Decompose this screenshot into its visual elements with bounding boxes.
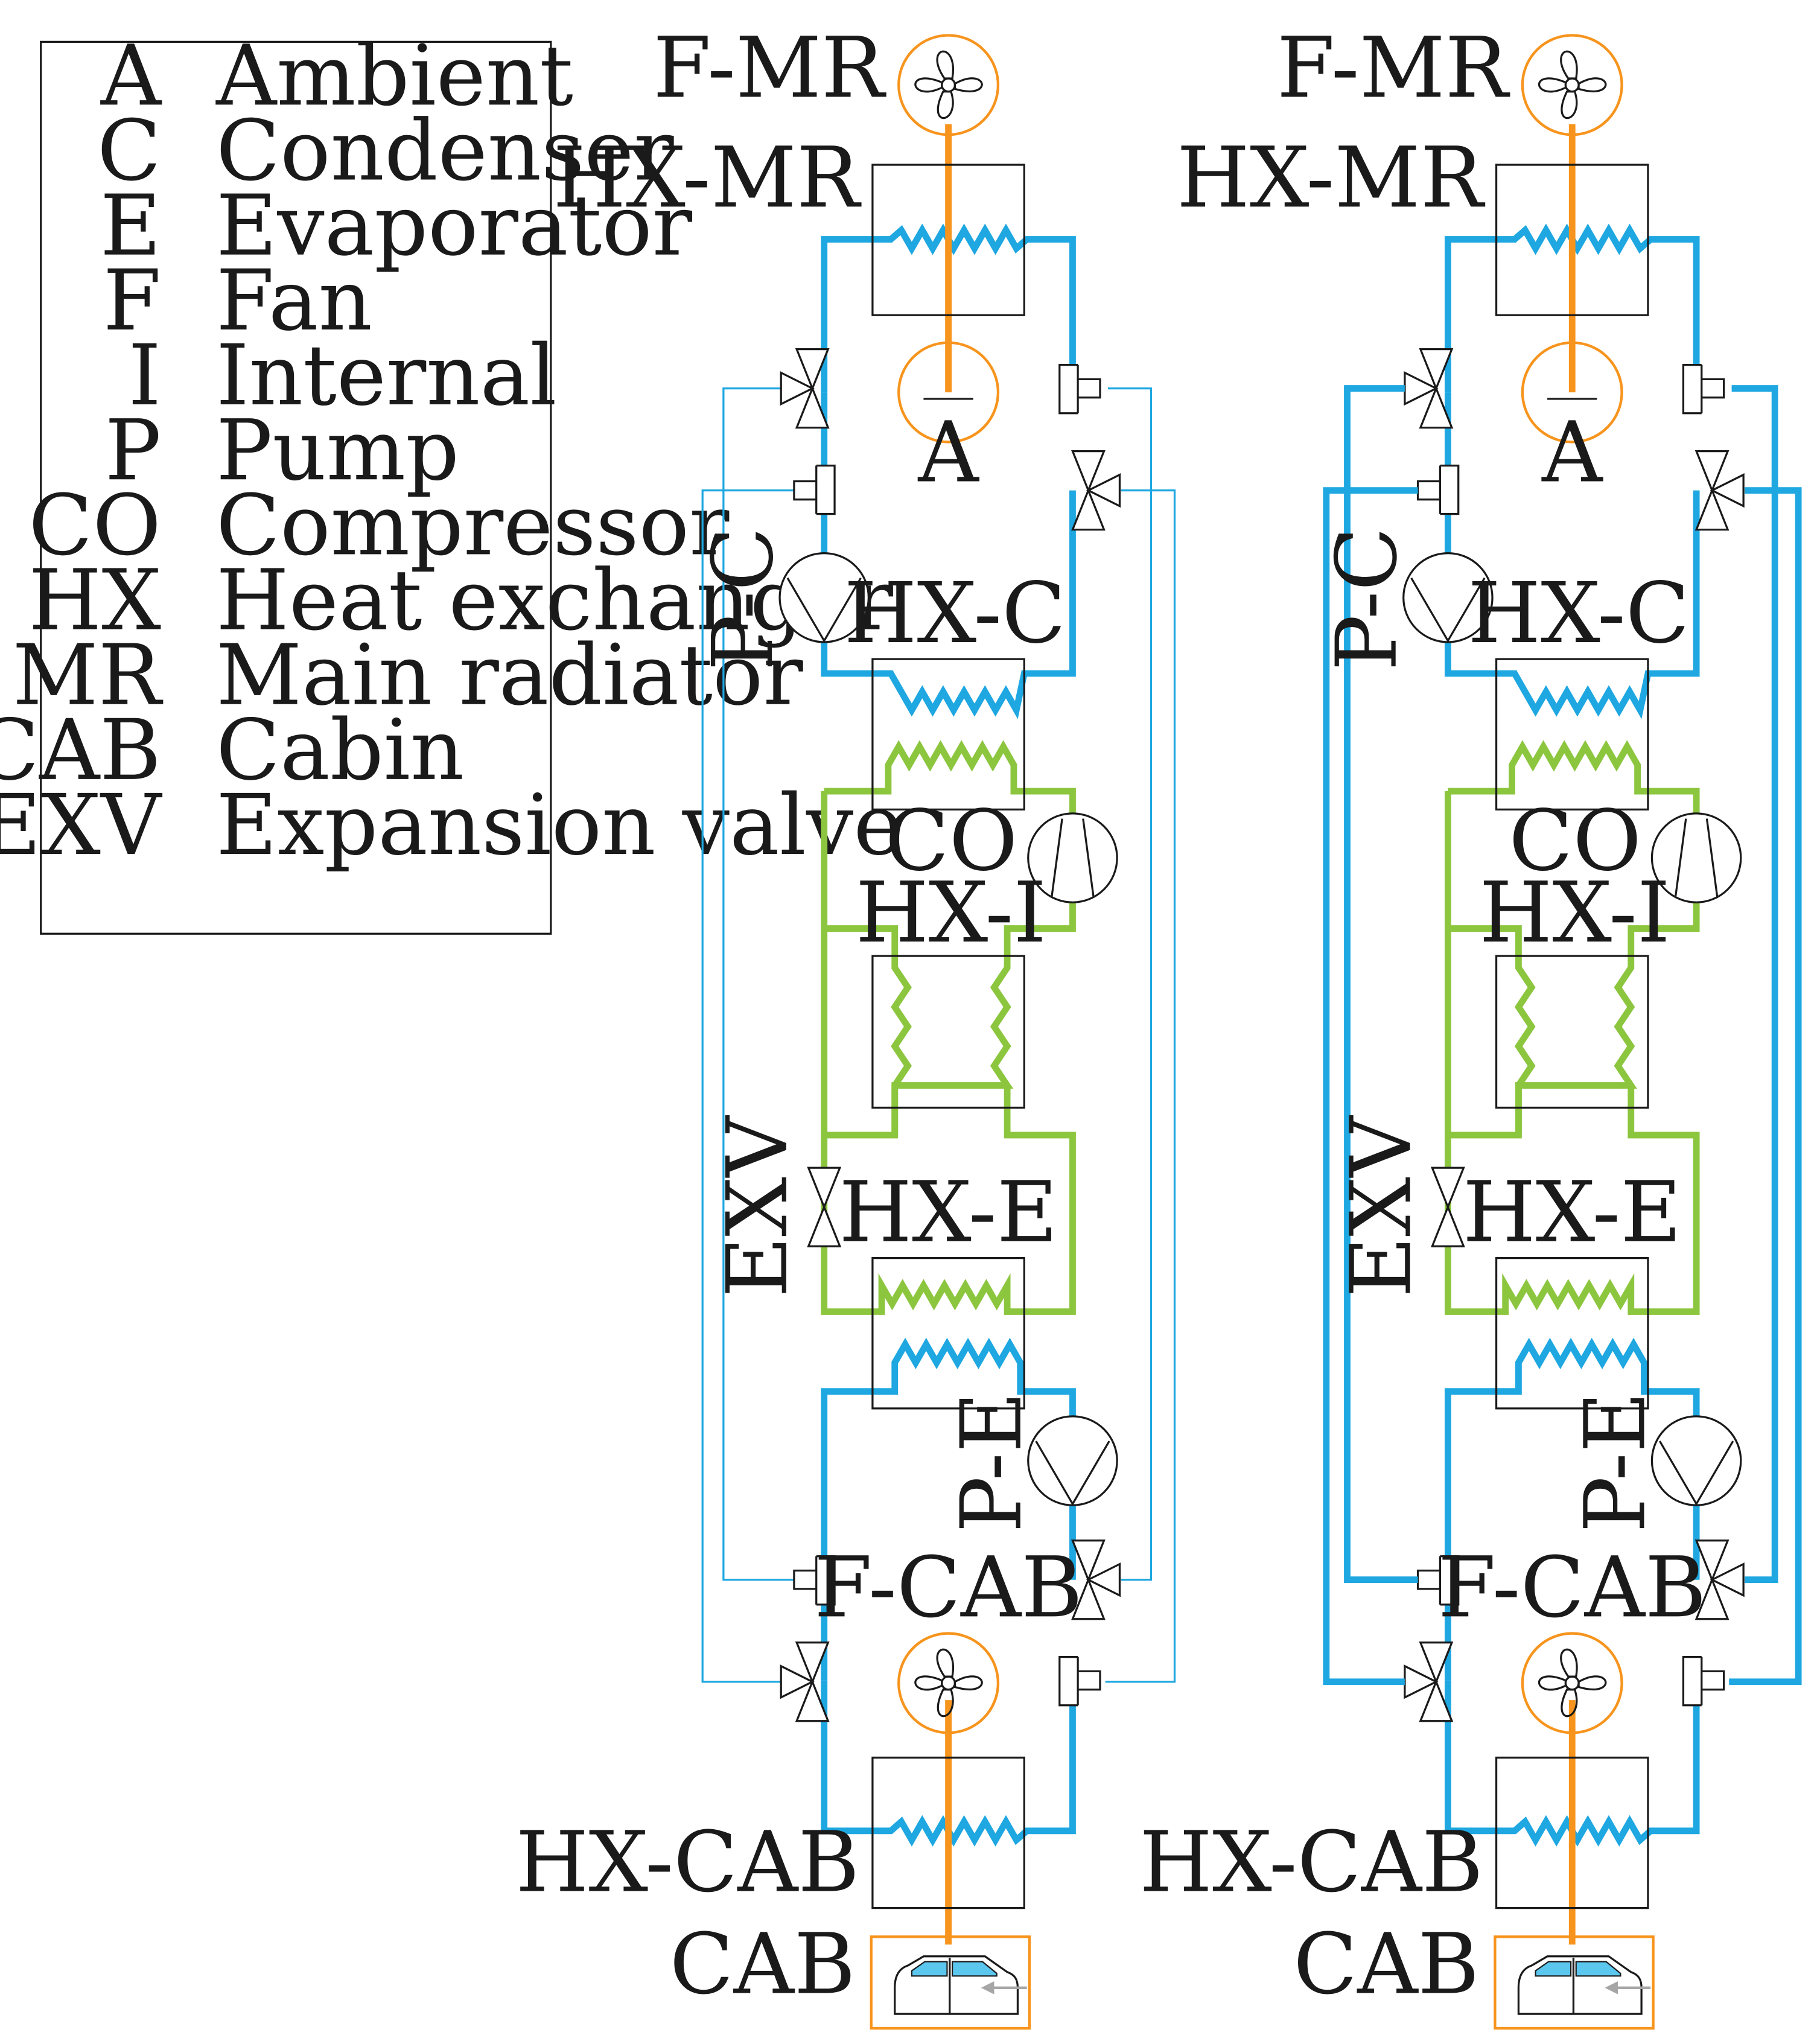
legend-meaning: Main radiator	[216, 626, 803, 724]
legend-box	[40, 40, 552, 935]
legend-abbr: P	[105, 401, 161, 499]
legend-meaning: Pump	[216, 401, 459, 499]
label-exv: EXV	[1332, 1115, 1430, 1297]
legend-meaning: Cabin	[216, 701, 464, 799]
label-co: CO	[1509, 792, 1641, 890]
label-hx-e: HX-E	[839, 1163, 1058, 1261]
legend-abbr: F	[103, 252, 161, 349]
label-f-cab: F-CAB	[1438, 1538, 1707, 1636]
label-hx-mr: HX-MR	[1177, 129, 1486, 226]
label-exv: EXV	[708, 1115, 806, 1297]
legend-meaning: Evaporator	[216, 177, 693, 275]
label-ambient: A	[1541, 403, 1603, 501]
circuit-left	[702, 36, 1174, 2028]
label-f-mr: F-MR	[653, 19, 886, 116]
legend-abbr: E	[100, 177, 161, 275]
label-cab: CAB	[1293, 1915, 1479, 2013]
legend-meaning: Compressor	[216, 476, 730, 574]
label-f-cab: F-CAB	[814, 1538, 1083, 1636]
label-p-e: P-E	[943, 1392, 1040, 1533]
label-hx-mr: HX-MR	[553, 129, 862, 226]
label-cab: CAB	[670, 1915, 856, 2013]
legend-abbr: CO	[28, 476, 161, 574]
legend-meaning: Fan	[216, 252, 372, 349]
label-hx-c: HX-C	[844, 564, 1066, 662]
legend-meaning: Expansion valve	[216, 776, 903, 874]
label-p-c: P-C	[694, 527, 792, 671]
legend-meaning: Condenser	[216, 102, 674, 200]
legend-meaning: Internal	[216, 326, 557, 424]
label-hx-c: HX-C	[1468, 564, 1690, 662]
label-co: CO	[885, 792, 1018, 890]
label-p-e: P-E	[1566, 1392, 1664, 1533]
label-ambient: A	[918, 403, 980, 501]
legend-meaning: Ambient	[215, 27, 573, 124]
label-hx-i: HX-I	[1479, 864, 1670, 961]
legend-abbr: MR	[13, 626, 164, 724]
label-hx-cab: HX-CAB	[1139, 1813, 1483, 1911]
legend-abbr: I	[128, 326, 161, 424]
bypass-lines-active	[1323, 385, 1802, 1686]
label-f-mr: F-MR	[1277, 19, 1510, 116]
legend-abbr: A	[100, 27, 162, 124]
legend-abbr: EXV	[0, 776, 163, 874]
circuit-right	[1326, 36, 1798, 2028]
label-p-c: P-C	[1318, 527, 1416, 671]
legend-abbr: CAB	[0, 701, 161, 799]
label-hx-i: HX-I	[856, 864, 1046, 961]
legend-abbr: C	[97, 102, 161, 200]
label-hx-cab: HX-CAB	[516, 1813, 860, 1911]
label-hx-e: HX-E	[1463, 1163, 1682, 1261]
labels-left: F-MR HX-MR A P-C HX-C CO HX-I EXV HX-E P…	[516, 19, 1083, 2013]
labels-right: F-MR HX-MR A P-C HX-C CO HX-I EXV HX-E P…	[1139, 19, 1707, 2013]
legend-abbr: HX	[28, 552, 161, 649]
